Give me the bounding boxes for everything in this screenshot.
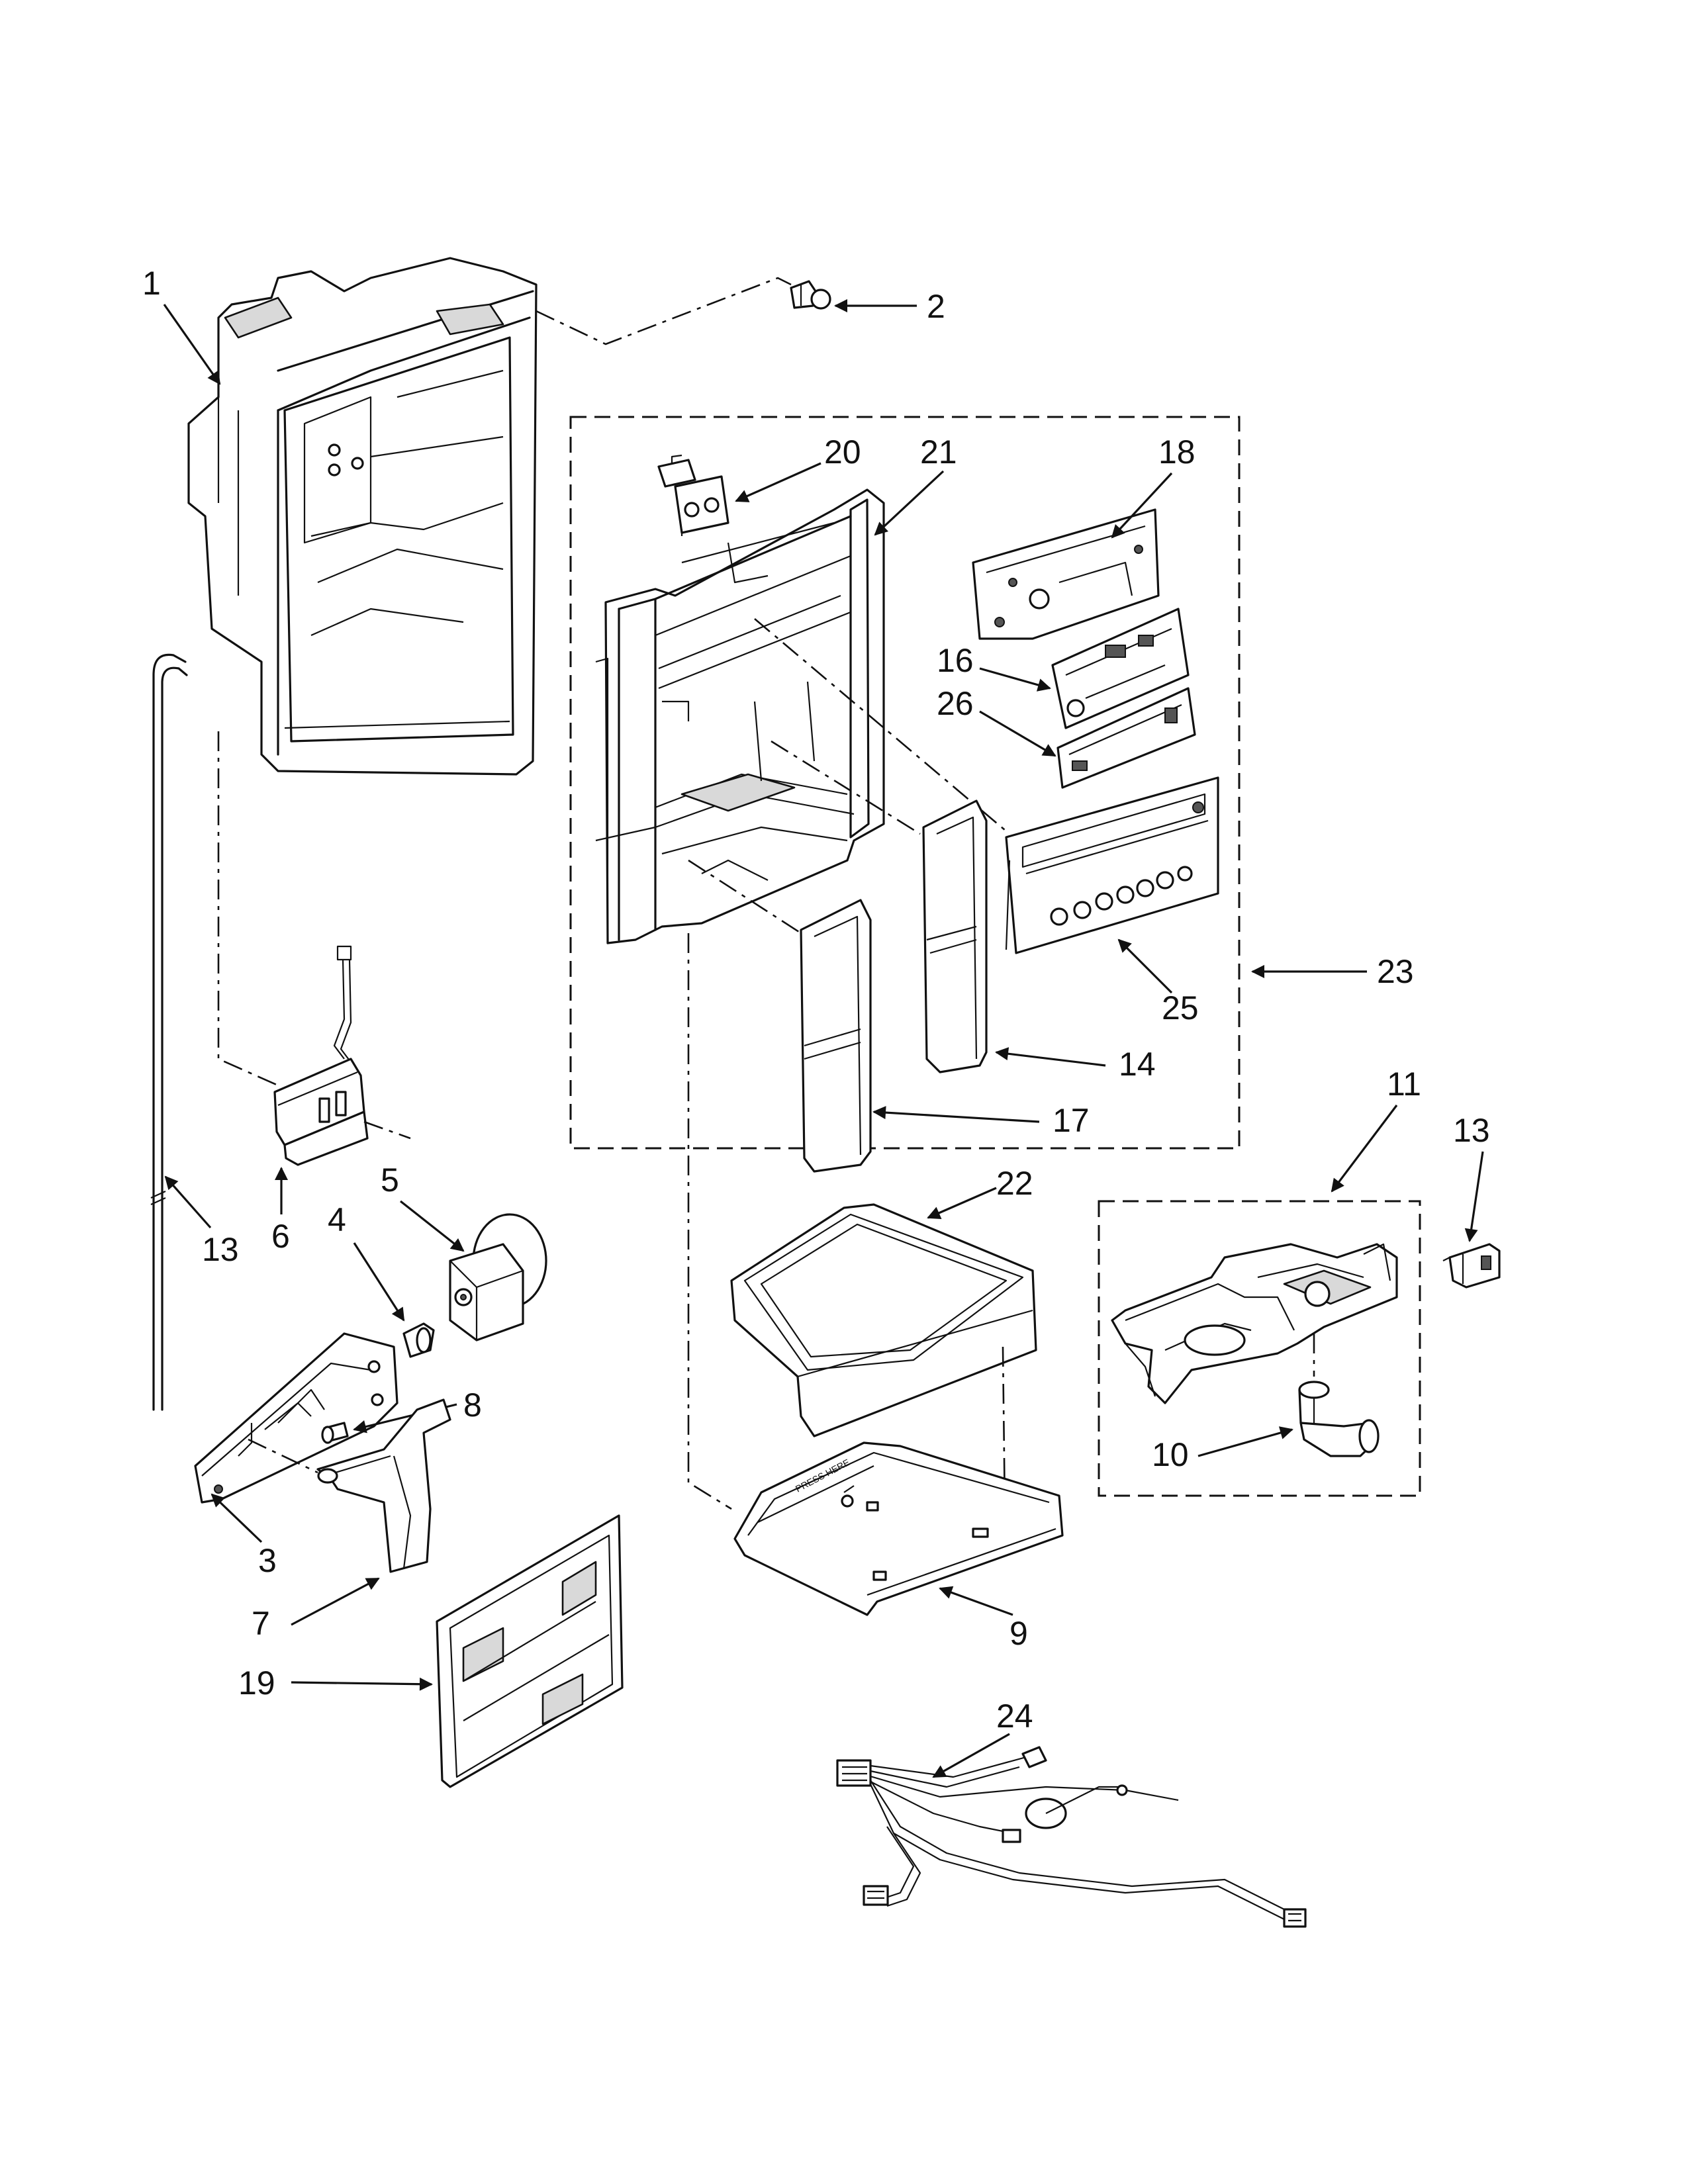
svg-text:16: 16 xyxy=(937,642,974,679)
svg-text:13: 13 xyxy=(1453,1112,1490,1149)
callout-16: 16 xyxy=(937,642,1051,692)
callout-7: 7 xyxy=(252,1577,380,1642)
svg-text:6: 6 xyxy=(271,1218,290,1255)
part-21-dispenser-frame xyxy=(595,488,885,944)
part-24-wire-harness xyxy=(836,1746,1307,1928)
part-10-valve xyxy=(1298,1381,1380,1457)
part-18-control-plate xyxy=(972,508,1160,640)
leader-dash-9 xyxy=(687,933,732,1510)
leader-dash-6b xyxy=(363,1120,411,1140)
svg-text:18: 18 xyxy=(1158,433,1196,471)
part-5-auger-motor xyxy=(449,1213,547,1342)
part-26-board xyxy=(1056,687,1196,789)
part-25-control-panel xyxy=(1005,776,1219,954)
callout-25: 25 xyxy=(1117,938,1199,1026)
svg-text:13: 13 xyxy=(202,1231,239,1268)
callout-3: 3 xyxy=(211,1493,277,1579)
part-3-bracket xyxy=(194,1332,399,1504)
svg-text:9: 9 xyxy=(1009,1615,1028,1652)
svg-text:3: 3 xyxy=(258,1542,277,1579)
leader-dash-2 xyxy=(536,277,792,345)
svg-text:20: 20 xyxy=(824,433,861,471)
callout-26: 26 xyxy=(937,685,1056,757)
callout-8: 8 xyxy=(353,1387,482,1433)
svg-text:22: 22 xyxy=(996,1165,1033,1202)
leader-dash-14 xyxy=(771,740,921,835)
svg-text:1: 1 xyxy=(142,265,161,302)
part-4-knob xyxy=(402,1322,435,1358)
assembly-box-23 xyxy=(569,416,1241,1150)
callout-13b: 13 xyxy=(1453,1112,1490,1242)
svg-text:8: 8 xyxy=(463,1387,482,1424)
svg-text:24: 24 xyxy=(996,1698,1033,1735)
part-9-tray-base: PRESS HERE xyxy=(733,1441,1064,1616)
svg-text:7: 7 xyxy=(252,1605,270,1642)
callout-2: 2 xyxy=(834,288,945,325)
part-7-lever xyxy=(316,1398,451,1573)
callout-18: 18 xyxy=(1111,433,1196,539)
part-20-switch xyxy=(657,454,729,536)
assembly-box-11 xyxy=(1098,1200,1421,1497)
part-11-chute-assembly xyxy=(1111,1243,1398,1404)
svg-text:26: 26 xyxy=(937,685,974,722)
part-13-connector xyxy=(1442,1243,1501,1289)
callout-23: 23 xyxy=(1251,953,1414,990)
part-14-paddle xyxy=(922,799,988,1073)
part-8-screw xyxy=(321,1422,349,1444)
part-2-screw xyxy=(790,280,831,310)
svg-text:23: 23 xyxy=(1377,953,1414,990)
part-22-drip-tray xyxy=(730,1203,1037,1437)
svg-text:4: 4 xyxy=(328,1201,346,1238)
callout-24: 24 xyxy=(932,1698,1033,1778)
svg-text:17: 17 xyxy=(1053,1102,1090,1139)
leader-dash-6 xyxy=(217,731,279,1087)
callout-20: 20 xyxy=(735,433,861,502)
part-17-paddle xyxy=(800,899,872,1173)
callout-13a: 13 xyxy=(164,1175,239,1268)
callout-21: 21 xyxy=(874,433,957,536)
leader-dash-25 xyxy=(754,618,1010,835)
callout-10: 10 xyxy=(1152,1426,1293,1473)
callout-19: 19 xyxy=(238,1664,433,1702)
svg-text:2: 2 xyxy=(927,288,945,325)
callout-9: 9 xyxy=(939,1586,1028,1652)
callout-11: 11 xyxy=(1331,1066,1421,1193)
callout-1: 1 xyxy=(142,265,221,385)
part-19-cover-panel xyxy=(436,1514,624,1788)
part-1-ice-housing xyxy=(187,257,538,776)
callout-22: 22 xyxy=(927,1165,1033,1219)
svg-text:14: 14 xyxy=(1119,1046,1156,1083)
svg-text:25: 25 xyxy=(1162,989,1199,1026)
svg-text:21: 21 xyxy=(920,433,957,471)
callout-17: 17 xyxy=(872,1102,1090,1139)
callout-6: 6 xyxy=(271,1167,290,1255)
leader-dash-17 xyxy=(688,859,802,934)
svg-text:11: 11 xyxy=(1387,1066,1421,1103)
svg-text:19: 19 xyxy=(238,1664,275,1702)
svg-text:5: 5 xyxy=(381,1161,399,1199)
callout-14: 14 xyxy=(995,1046,1156,1083)
callout-5: 5 xyxy=(381,1161,465,1252)
part-6-motor xyxy=(273,945,369,1166)
leader-dash-7 xyxy=(248,1438,318,1474)
part-13-water-tube xyxy=(150,653,188,1411)
callout-4: 4 xyxy=(328,1201,405,1322)
svg-text:10: 10 xyxy=(1152,1436,1189,1473)
part-16-circuit-board xyxy=(1051,608,1190,729)
